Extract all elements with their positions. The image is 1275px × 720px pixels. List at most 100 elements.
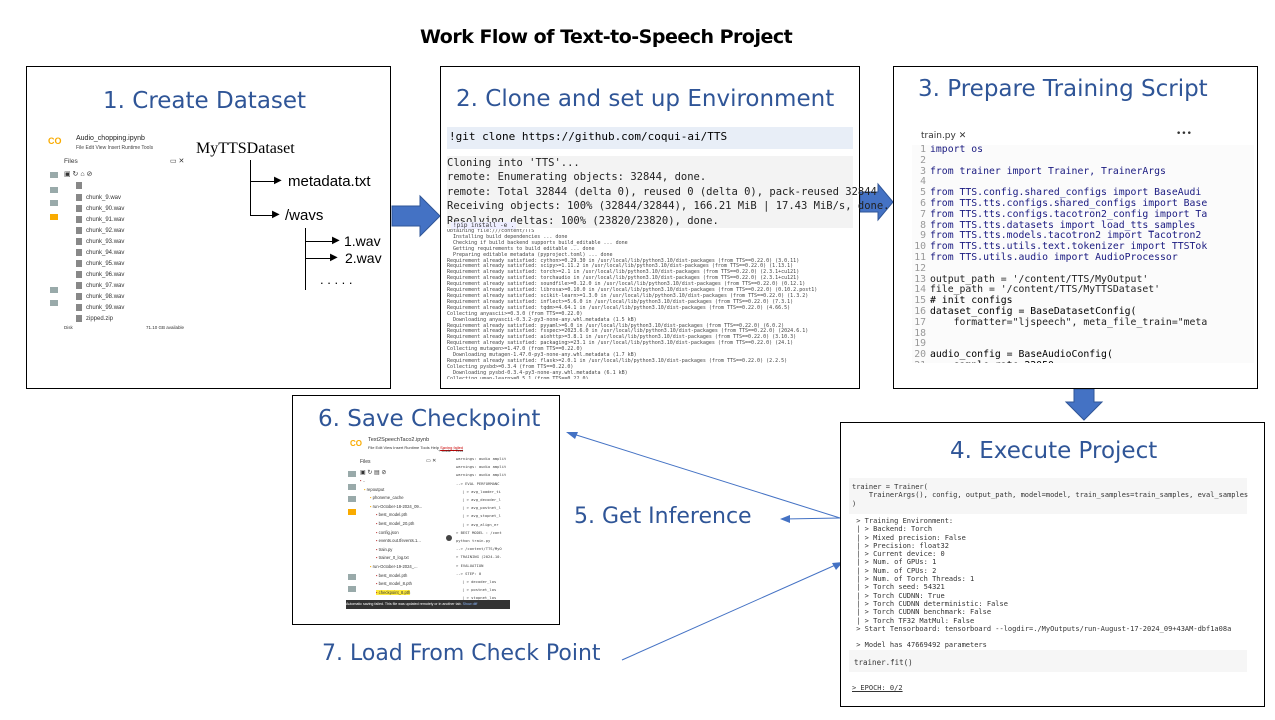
folder-icon[interactable] (50, 214, 58, 220)
code-text: from TTS.tts.configs.tacotron2_config im… (930, 208, 1208, 220)
env-output-line: > Model has 47669492 parameters (852, 641, 987, 650)
terminal-icon[interactable] (50, 300, 58, 306)
tree-root: MyTTSDataset (196, 140, 295, 157)
tree-item[interactable]: ▪ checkpoint_8.pth (376, 589, 411, 595)
pip-output-line: Requirement already satisfied: scipy>=1.… (447, 263, 794, 270)
file-row[interactable]: chunk_90.wav (76, 205, 124, 212)
file-row[interactable]: chunk_93.wav (76, 238, 124, 245)
tree-item[interactable]: ▪ train.py (376, 547, 392, 552)
code-icon[interactable] (348, 574, 356, 580)
key-icon[interactable] (50, 200, 58, 206)
tree-item[interactable]: ▪ best_model_8.pth (376, 581, 412, 586)
clone-output: Cloning into 'TTS'...remote: Enumerating… (447, 156, 890, 229)
tree-item[interactable]: ▪ run-October-18-2024_09... (370, 504, 422, 509)
tree-item[interactable]: ▪ best_model.pth (376, 573, 407, 578)
line-number: 2 (920, 154, 926, 166)
tree-item[interactable]: ▪ trainer_0_log.txt (376, 555, 409, 560)
fit-cell[interactable] (849, 650, 1247, 672)
trainer-code: trainer = Trainer( TrainerArgs(), config… (852, 483, 1249, 508)
code-text: from TTS.tts.datasets import load_tts_sa… (930, 219, 1196, 231)
file-row[interactable]: chunk_96.wav (76, 271, 124, 278)
tree-item-label: run-October-19-2024_... (372, 564, 418, 569)
file-row[interactable]: chunk_9.wav (76, 194, 121, 201)
line-number: 13 (914, 273, 926, 285)
close-icon[interactable]: ✕ (958, 131, 967, 141)
pip-output-line: Requirement already satisfied: tqdm>=4.6… (447, 304, 791, 311)
file-row[interactable]: chunk_92.wav (76, 227, 124, 234)
code-line: 21 sample_rate=22050, (912, 360, 1254, 363)
tree-item[interactable]: ▪ repoutput (364, 487, 384, 492)
tree-item[interactable]: ▪ phoneme_cache (370, 495, 404, 500)
code-text: audio_config = BaseAudioConfig( (930, 349, 1113, 361)
env-output-line: | > Torch CUDNN benchmark: False (852, 608, 992, 617)
tree-item[interactable]: ▪ best_model_20.pth (376, 521, 414, 526)
file-row[interactable]: chunk_98.wav (76, 293, 124, 300)
variables-icon[interactable] (348, 484, 356, 490)
pip-output-line: Installing build dependencies ... done (447, 233, 568, 240)
notebook-name[interactable]: Text2SpeechTaco2.ipynb (368, 437, 430, 443)
upload-icon[interactable]: ▣ ↻ ▤ ⊘ (360, 470, 387, 476)
file-row[interactable] (76, 182, 86, 189)
line-7-to-4 (621, 562, 841, 661)
more-icon[interactable]: ••• (1176, 129, 1192, 139)
close-icon[interactable]: ▭ ✕ (170, 158, 185, 165)
upload-icon[interactable]: ▣ ↻ ⌂ ⊘ (64, 171, 93, 178)
menu-bar[interactable]: File Edit View Insert Runtime Tools (76, 145, 154, 151)
step6-heading: 6. Save Checkpoint (318, 406, 541, 430)
git-clone-command[interactable]: !git clone https://github.com/coqui-ai/T… (449, 130, 728, 143)
trainer-cell[interactable] (849, 478, 1247, 514)
tree-item[interactable]: ▪ config.json (376, 530, 399, 535)
key-icon[interactable] (348, 496, 356, 502)
pip-output-line: Checking if build backend supports build… (447, 239, 628, 246)
code-icon[interactable] (50, 287, 58, 293)
terminal-icon[interactable] (348, 586, 356, 592)
file-row[interactable]: chunk_94.wav (76, 249, 124, 256)
tree-metadata: metadata.txt (288, 173, 371, 190)
tree-wav1: 1.wav (344, 233, 381, 249)
git-clone-cell[interactable]: !git clone https://github.com/coqui-ai/T… (447, 127, 853, 149)
search-icon[interactable] (50, 172, 58, 178)
close-icon[interactable]: ▭ ✕ (426, 458, 437, 464)
pip-output-line: Collecting pysbd>=0.3.4 (from TTS==0.22.… (447, 363, 574, 370)
tree-item[interactable]: ▪ run-October-19-2024_... (370, 564, 418, 569)
tree-item[interactable]: ▪ best_model.pth (376, 512, 407, 517)
menu-bar[interactable]: File Edit View Insert Runtime Tools Help… (368, 445, 464, 450)
code-text: file_path = '/content/TTS/MyTTSDataset' (930, 284, 1161, 296)
editor-tab[interactable]: train.py ✕ (921, 131, 967, 141)
line-number: 10 (914, 241, 926, 253)
file-icon: ▪ (376, 512, 379, 518)
colab-logo-icon: CO (350, 439, 362, 448)
log-line: python train.py (456, 538, 491, 543)
pip-install-cell[interactable]: !pip install -e . (451, 222, 517, 229)
show-diff-link[interactable]: Show diff (462, 602, 478, 606)
notebook-name[interactable]: Audio_chopping.ipynb (76, 135, 145, 142)
files-label: Files (64, 158, 78, 165)
line-number: 6 (920, 197, 926, 209)
file-row[interactable]: chunk_91.wav (76, 216, 124, 223)
search-icon[interactable] (348, 471, 356, 477)
file-row[interactable]: chunk_97.wav (76, 282, 124, 289)
pip-output-line: Requirement already satisfied: torchaudi… (447, 275, 800, 282)
code-line: 15# init configs (912, 295, 1254, 307)
arrow-icon: ▶ (274, 175, 282, 186)
env-output-line: | > Mixed precision: False (852, 533, 966, 542)
tree-item[interactable]: ▪ events.out.tfevents.1... (376, 538, 421, 543)
folder-icon[interactable] (348, 509, 356, 515)
pip-output: Obtaining file:///content/TTS Installing… (447, 229, 857, 379)
arrow-1-to-2 (391, 194, 441, 238)
line-number: 7 (920, 208, 926, 220)
file-icon: ▪ (376, 581, 379, 587)
arrow-icon: ▶ (272, 209, 280, 220)
line-number: 17 (914, 316, 926, 328)
log-line: | > decoder_los (462, 579, 497, 584)
file-row[interactable]: zipped.zip (76, 315, 113, 322)
run-cell-icon[interactable] (446, 535, 452, 541)
line-4-to-5 (783, 517, 841, 520)
file-row[interactable]: chunk_99.wav (76, 304, 124, 311)
file-row[interactable]: chunk_95.wav (76, 260, 124, 267)
variables-icon[interactable] (50, 187, 58, 193)
tree-item[interactable]: ▪ .. (360, 478, 365, 483)
toolbar[interactable]: + Code + Text (438, 448, 463, 453)
